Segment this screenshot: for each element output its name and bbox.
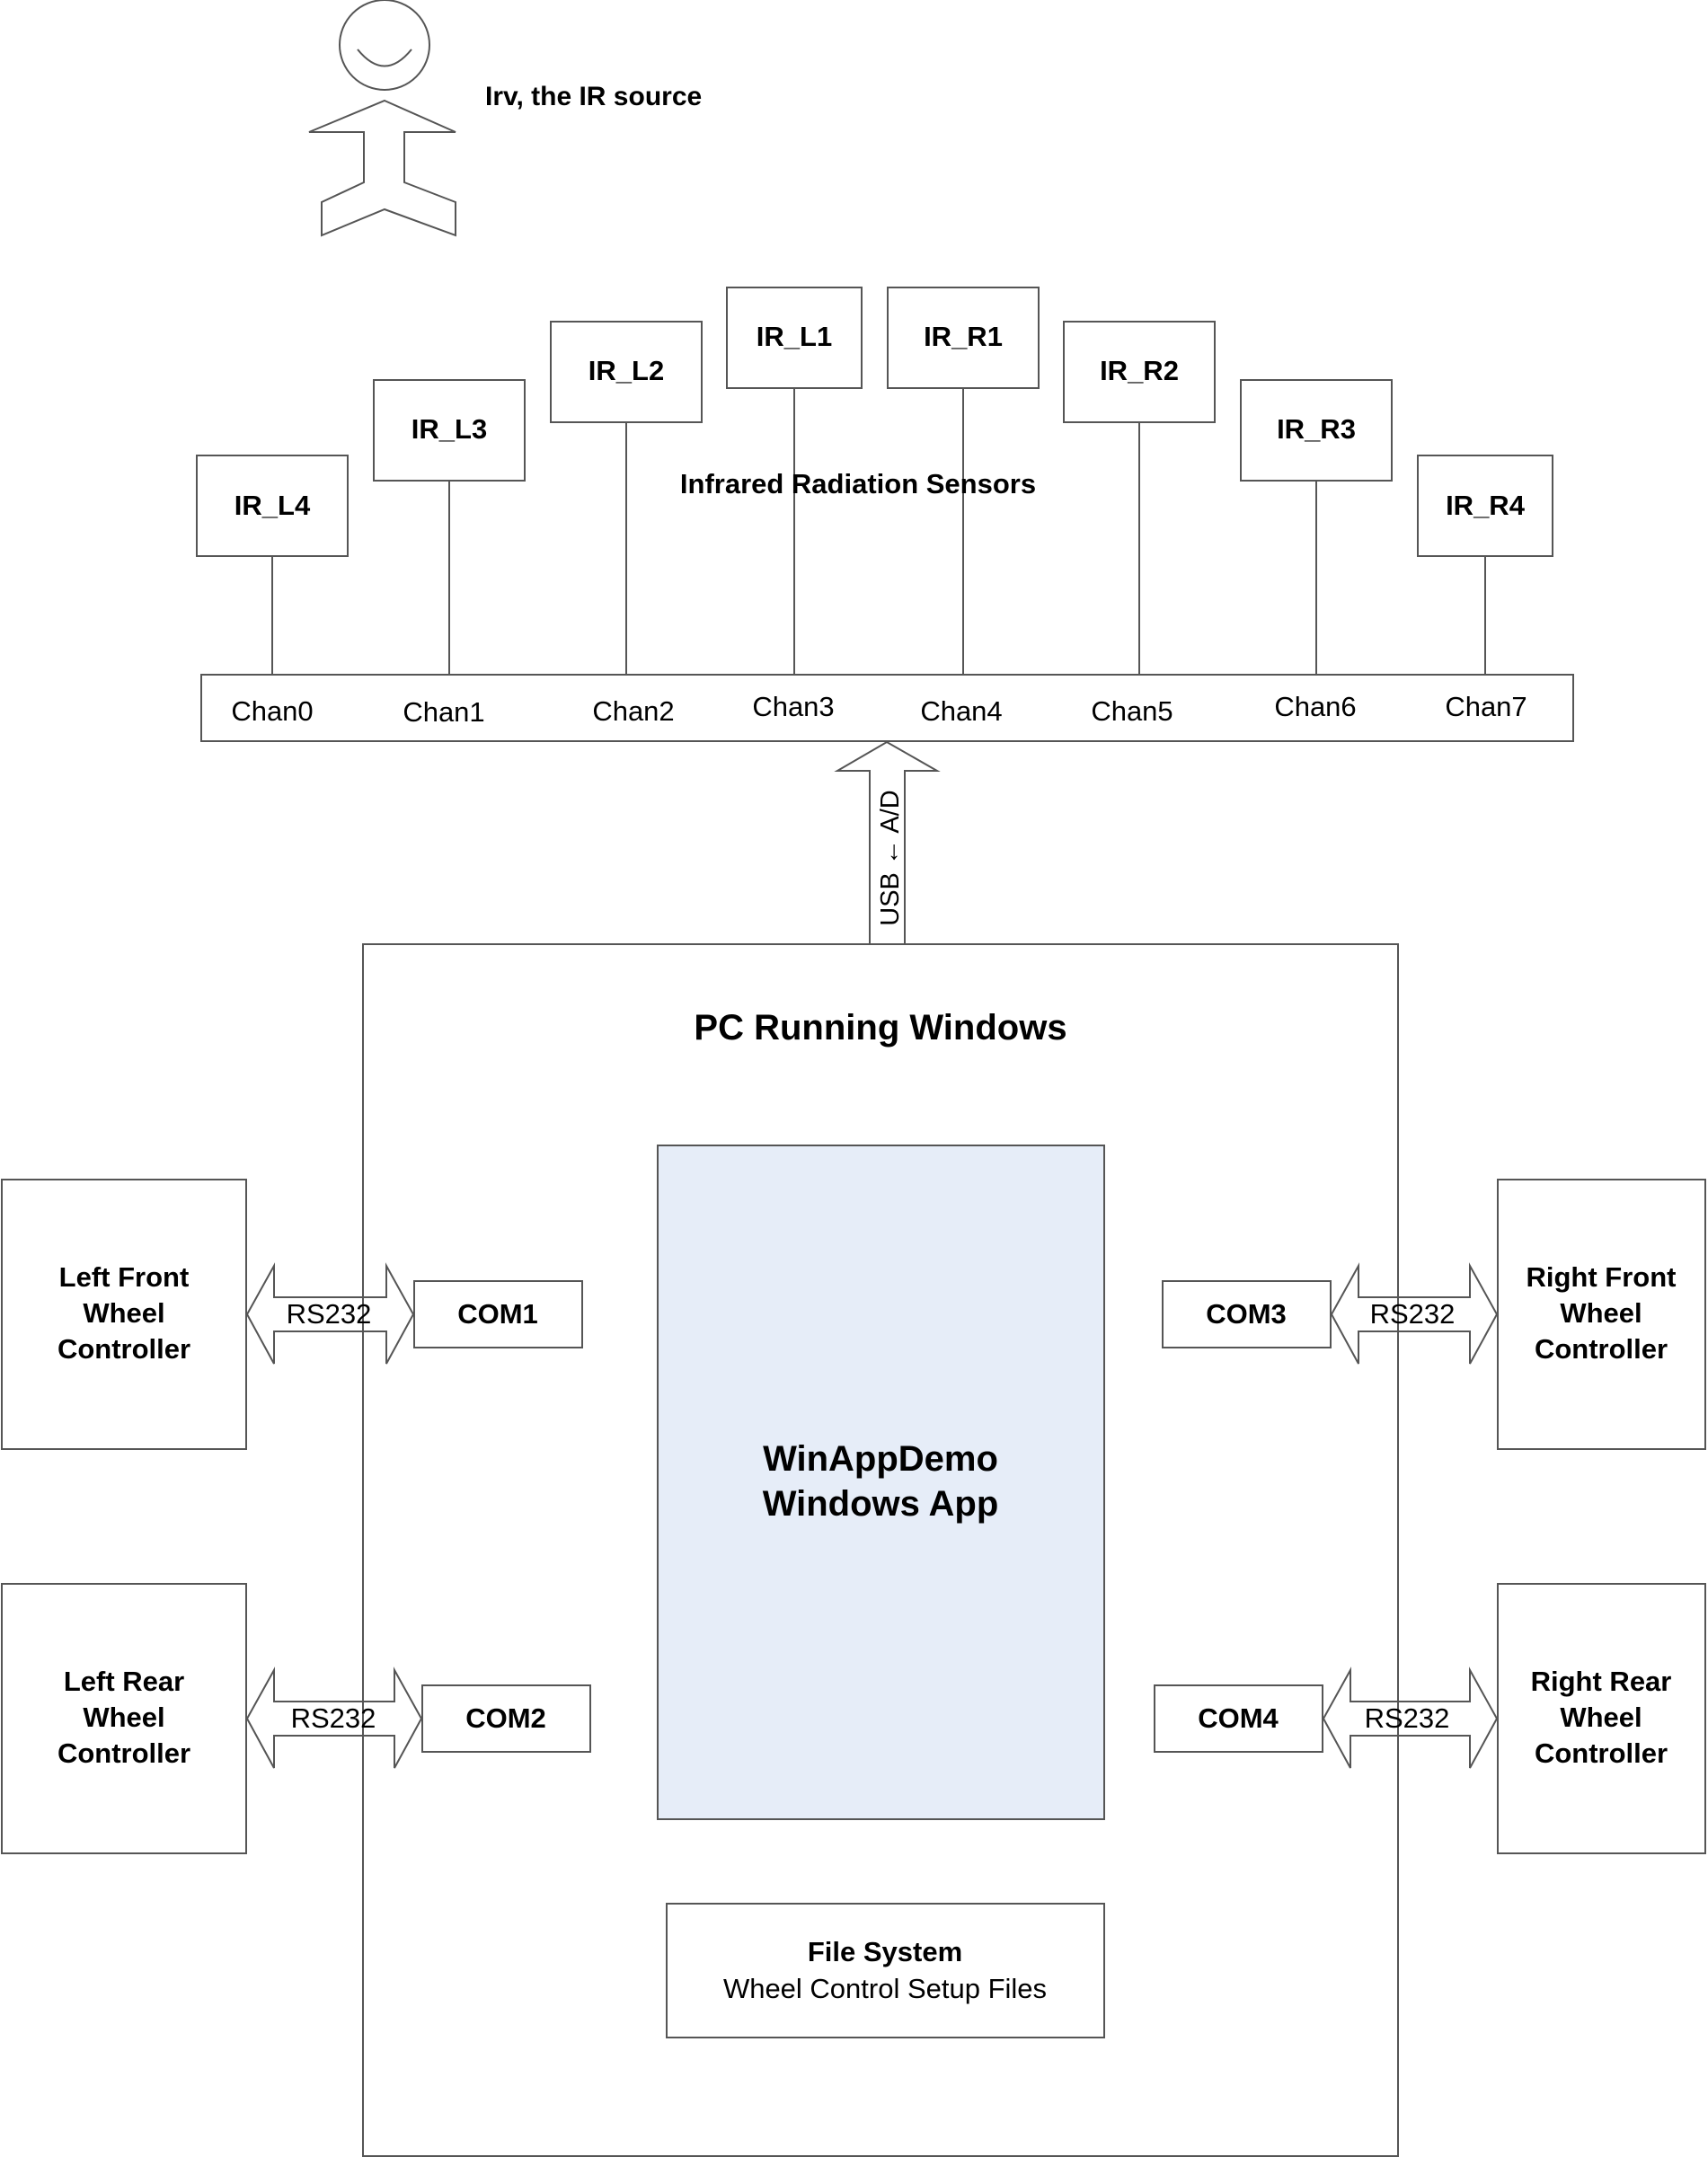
svg-text:Controller: Controller bbox=[58, 1333, 190, 1365]
file-system-box bbox=[666, 1903, 1105, 2038]
com4-port-box bbox=[1154, 1684, 1323, 1753]
channel-label: Chan7 bbox=[1445, 691, 1527, 722]
sensor-ir-r2: IR_R2 bbox=[1063, 321, 1216, 675]
channel-label: Chan2 bbox=[592, 695, 674, 727]
sensor-ir-l4: IR_L4 bbox=[196, 455, 349, 675]
channel-label: Chan1 bbox=[403, 696, 484, 728]
sensor-ir-r1: IR_R1 bbox=[887, 287, 1040, 675]
file-system-title: File System bbox=[808, 1936, 962, 1967]
sensor-label: IR_L2 bbox=[589, 355, 664, 386]
sensors-caption: Infrared Radiation Sensors bbox=[680, 468, 1036, 499]
sensor-label: IR_L1 bbox=[757, 321, 832, 352]
pc-box bbox=[362, 943, 1399, 2157]
svg-text:Controller: Controller bbox=[1535, 1737, 1668, 1769]
com2-label: COM2 bbox=[465, 1702, 546, 1734]
rs232-left-rear-arrow bbox=[245, 1666, 423, 1769]
app-title-line2: Windows App bbox=[763, 1484, 999, 1524]
channel-label: Chan3 bbox=[752, 691, 834, 722]
sensor-label: IR_L4 bbox=[235, 490, 311, 521]
svg-text:Left Rear: Left Rear bbox=[64, 1666, 184, 1697]
sensor-label: IR_L3 bbox=[412, 413, 487, 445]
rs232-label: RS232 bbox=[287, 1298, 372, 1330]
svg-text:Left Front: Left Front bbox=[59, 1261, 190, 1293]
person-caption: Irv, the IR source bbox=[485, 82, 702, 111]
file-system-subtitle: Wheel Control Setup Files bbox=[723, 1973, 1047, 2004]
sensor-ir-r3: IR_R3 bbox=[1240, 379, 1393, 675]
sensor-ir-l1: IR_L1 bbox=[726, 287, 863, 675]
app-title-line1: WinAppDemo bbox=[763, 1439, 998, 1479]
usb-link-label: USB ← A/D bbox=[876, 790, 905, 926]
left-front-wheel-controller: Left Front Wheel Controller bbox=[1, 1179, 247, 1450]
channel-label: Chan4 bbox=[920, 695, 1002, 727]
svg-text:Wheel: Wheel bbox=[83, 1702, 164, 1733]
ad-converter-strip bbox=[200, 674, 1574, 742]
right-front-wheel-controller: Right Front Wheel Controller bbox=[1497, 1179, 1706, 1450]
right-rear-wheel-controller: Right Rear Wheel Controller bbox=[1497, 1583, 1706, 1854]
svg-text:Wheel: Wheel bbox=[83, 1297, 164, 1329]
svg-text:Right Rear: Right Rear bbox=[1531, 1666, 1672, 1697]
sensor-ir-l2: IR_L2 bbox=[550, 321, 703, 675]
sensor-ir-l3: IR_L3 bbox=[373, 379, 526, 675]
svg-text:Wheel: Wheel bbox=[1560, 1297, 1642, 1329]
left-rear-wheel-controller: Left Rear Wheel Controller bbox=[1, 1583, 247, 1854]
channel-label: Chan5 bbox=[1091, 695, 1173, 727]
person-figure-icon bbox=[308, 0, 456, 237]
com3-port-box bbox=[1162, 1280, 1332, 1348]
rs232-label: RS232 bbox=[1370, 1298, 1456, 1330]
windows-app-box bbox=[657, 1145, 1105, 1820]
com1-port-box bbox=[413, 1280, 583, 1348]
svg-text:Controller: Controller bbox=[1535, 1333, 1668, 1365]
rs232-label: RS232 bbox=[291, 1702, 376, 1734]
com3-label: COM3 bbox=[1206, 1298, 1287, 1330]
rs232-left-front-arrow bbox=[245, 1262, 415, 1365]
channel-label: Chan6 bbox=[1274, 691, 1356, 722]
com4-label: COM4 bbox=[1198, 1702, 1279, 1734]
sensor-label: IR_R4 bbox=[1446, 490, 1526, 521]
pc-title: PC Running Windows bbox=[694, 1008, 1066, 1048]
svg-text:Right Front: Right Front bbox=[1526, 1261, 1676, 1293]
com1-label: COM1 bbox=[457, 1298, 538, 1330]
sensor-label: IR_R1 bbox=[924, 321, 1003, 352]
sensor-label: IR_R3 bbox=[1277, 413, 1356, 445]
com2-port-box bbox=[421, 1684, 591, 1753]
svg-text:Controller: Controller bbox=[58, 1737, 190, 1769]
svg-text:Wheel: Wheel bbox=[1560, 1702, 1642, 1733]
sensor-ir-r4: IR_R4 bbox=[1417, 455, 1553, 675]
channel-label: Chan0 bbox=[231, 695, 313, 727]
rs232-label: RS232 bbox=[1365, 1702, 1450, 1734]
sensor-label: IR_R2 bbox=[1100, 355, 1179, 386]
